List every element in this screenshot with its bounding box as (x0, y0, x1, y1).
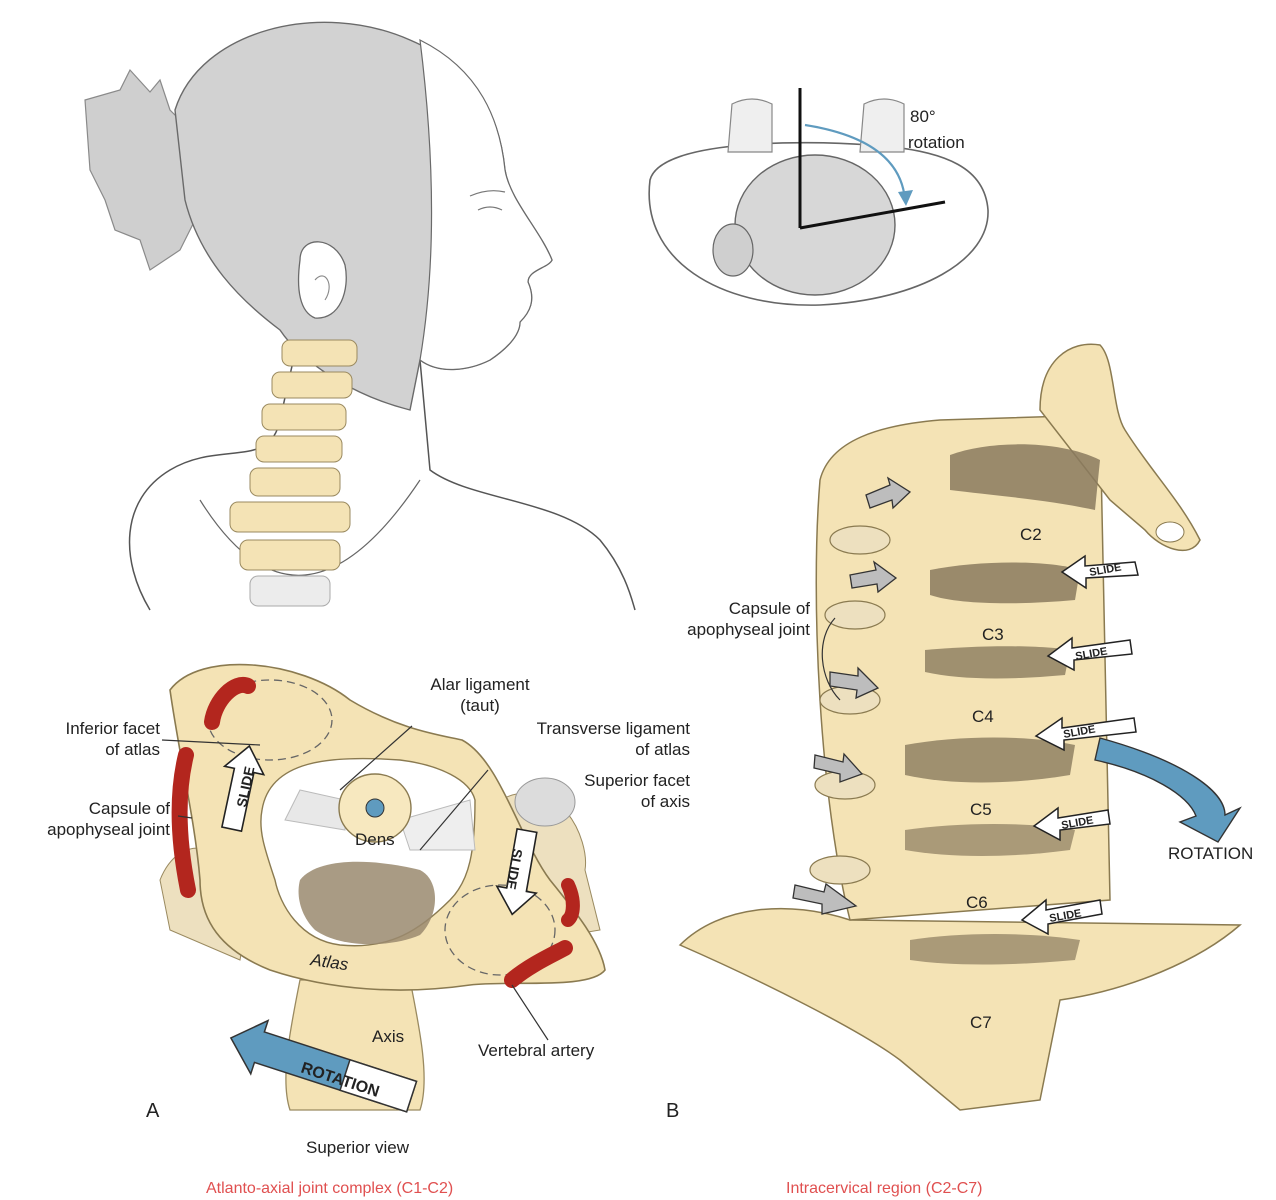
capsule-arrows (792, 476, 912, 915)
facet-column-left (809, 525, 891, 885)
transverse-ligament (399, 799, 476, 851)
capsule-red-3 (561, 878, 580, 927)
vertebra-label-c3: C3 (982, 625, 1004, 644)
label-capsule-a: Capsule of apophyseal joint (47, 799, 170, 839)
leader-alar (339, 725, 413, 791)
dens-center (365, 798, 385, 818)
woman-figure (84, 21, 636, 611)
rotation-arc-head (898, 190, 913, 206)
rotation-arrow-b (1094, 737, 1242, 843)
rotation-small-label: rotation (908, 133, 965, 152)
caption-b: Intracervical region (C2-C7) (786, 1180, 983, 1197)
gap-c4-c5 (905, 737, 1075, 783)
axis-rotated (799, 200, 946, 230)
superior-facet-axis (514, 777, 576, 827)
panel-letter-a: A (146, 1100, 160, 1122)
gap-c3-c4 (925, 646, 1070, 679)
label-superior-facet: Superior facet of axis (584, 771, 690, 811)
c2-spinous (1039, 343, 1201, 552)
slide-text-b1: SLIDE (1088, 562, 1122, 579)
slide-text-b5: SLIDE (1048, 908, 1082, 925)
caption-a: Atlanto-axial joint complex (C1-C2) (206, 1180, 454, 1197)
leader-capsule-a (177, 815, 193, 819)
vertebra-label-c4: C4 (972, 707, 994, 726)
leader-inferior-facet (161, 739, 261, 746)
axis-label: Axis (372, 1027, 404, 1046)
gap-c2-c3 (930, 562, 1080, 604)
neck-cervical-spine (229, 339, 358, 607)
label-rotation-b: ROTATION (1168, 844, 1254, 863)
eyebrow (469, 190, 506, 197)
capsule-red-2 (171, 747, 196, 898)
vertebral-artery-red (504, 940, 573, 988)
label-vertebral-artery: Vertebral artery (478, 1041, 595, 1060)
slide-text-a2: SLIDE (503, 847, 526, 890)
c7-base (678, 907, 1242, 1111)
vertebra-label-c7: C7 (970, 1013, 992, 1032)
leader-vertebral-artery (511, 984, 549, 1041)
slide-text-b3: SLIDE (1062, 724, 1096, 741)
leader-transverse (419, 769, 489, 851)
c2-cavity (950, 444, 1100, 510)
label-alar-ligament: Alar ligament (taut) (430, 675, 530, 715)
vertebra-label-c6: C6 (966, 893, 988, 912)
top-view-diagram (648, 88, 989, 306)
capsule-red-1 (204, 677, 256, 730)
angle-label: 80° (910, 107, 936, 126)
ear (297, 241, 347, 319)
slide-arrow-1 (220, 744, 266, 833)
label-capsule-b: Capsule of apophyseal joint (687, 599, 810, 639)
label-superior-view: Superior view (306, 1138, 409, 1157)
label-inferior-facet: Inferior facet of atlas (65, 719, 161, 759)
nose-bump (712, 223, 754, 277)
slide-arrow-2 (495, 827, 539, 916)
rotation-arrow-a (229, 1019, 418, 1113)
neckline (199, 479, 421, 576)
panel-a-diagram (159, 663, 606, 1113)
panel-b-diagram (678, 343, 1242, 1111)
superior-facet-outline (444, 884, 556, 976)
gap-c6-c7 (910, 934, 1080, 965)
panel-letter-b: B (666, 1100, 680, 1122)
transverse-foramen (1155, 521, 1185, 543)
slide-arrows-b (1020, 554, 1139, 936)
vertebra-label-c2: C2 (1020, 525, 1042, 544)
vertebra-label-c5: C5 (970, 800, 992, 819)
canal-depth (298, 861, 435, 945)
label-transverse-ligament: Transverse ligament of atlas (536, 719, 690, 759)
eye (477, 206, 503, 211)
dens-label: Dens (355, 830, 395, 849)
face (419, 38, 553, 371)
alar-ligament (284, 789, 346, 831)
ear-inner (314, 275, 330, 301)
slide-text-b4: SLIDE (1060, 815, 1094, 832)
capsule-leader-b (821, 617, 841, 701)
foot-left (727, 98, 773, 153)
foot-right (859, 98, 905, 153)
rotation-arc (804, 123, 907, 201)
gap-c5-c6 (905, 824, 1075, 856)
slide-text-b2: SLIDE (1074, 646, 1108, 663)
